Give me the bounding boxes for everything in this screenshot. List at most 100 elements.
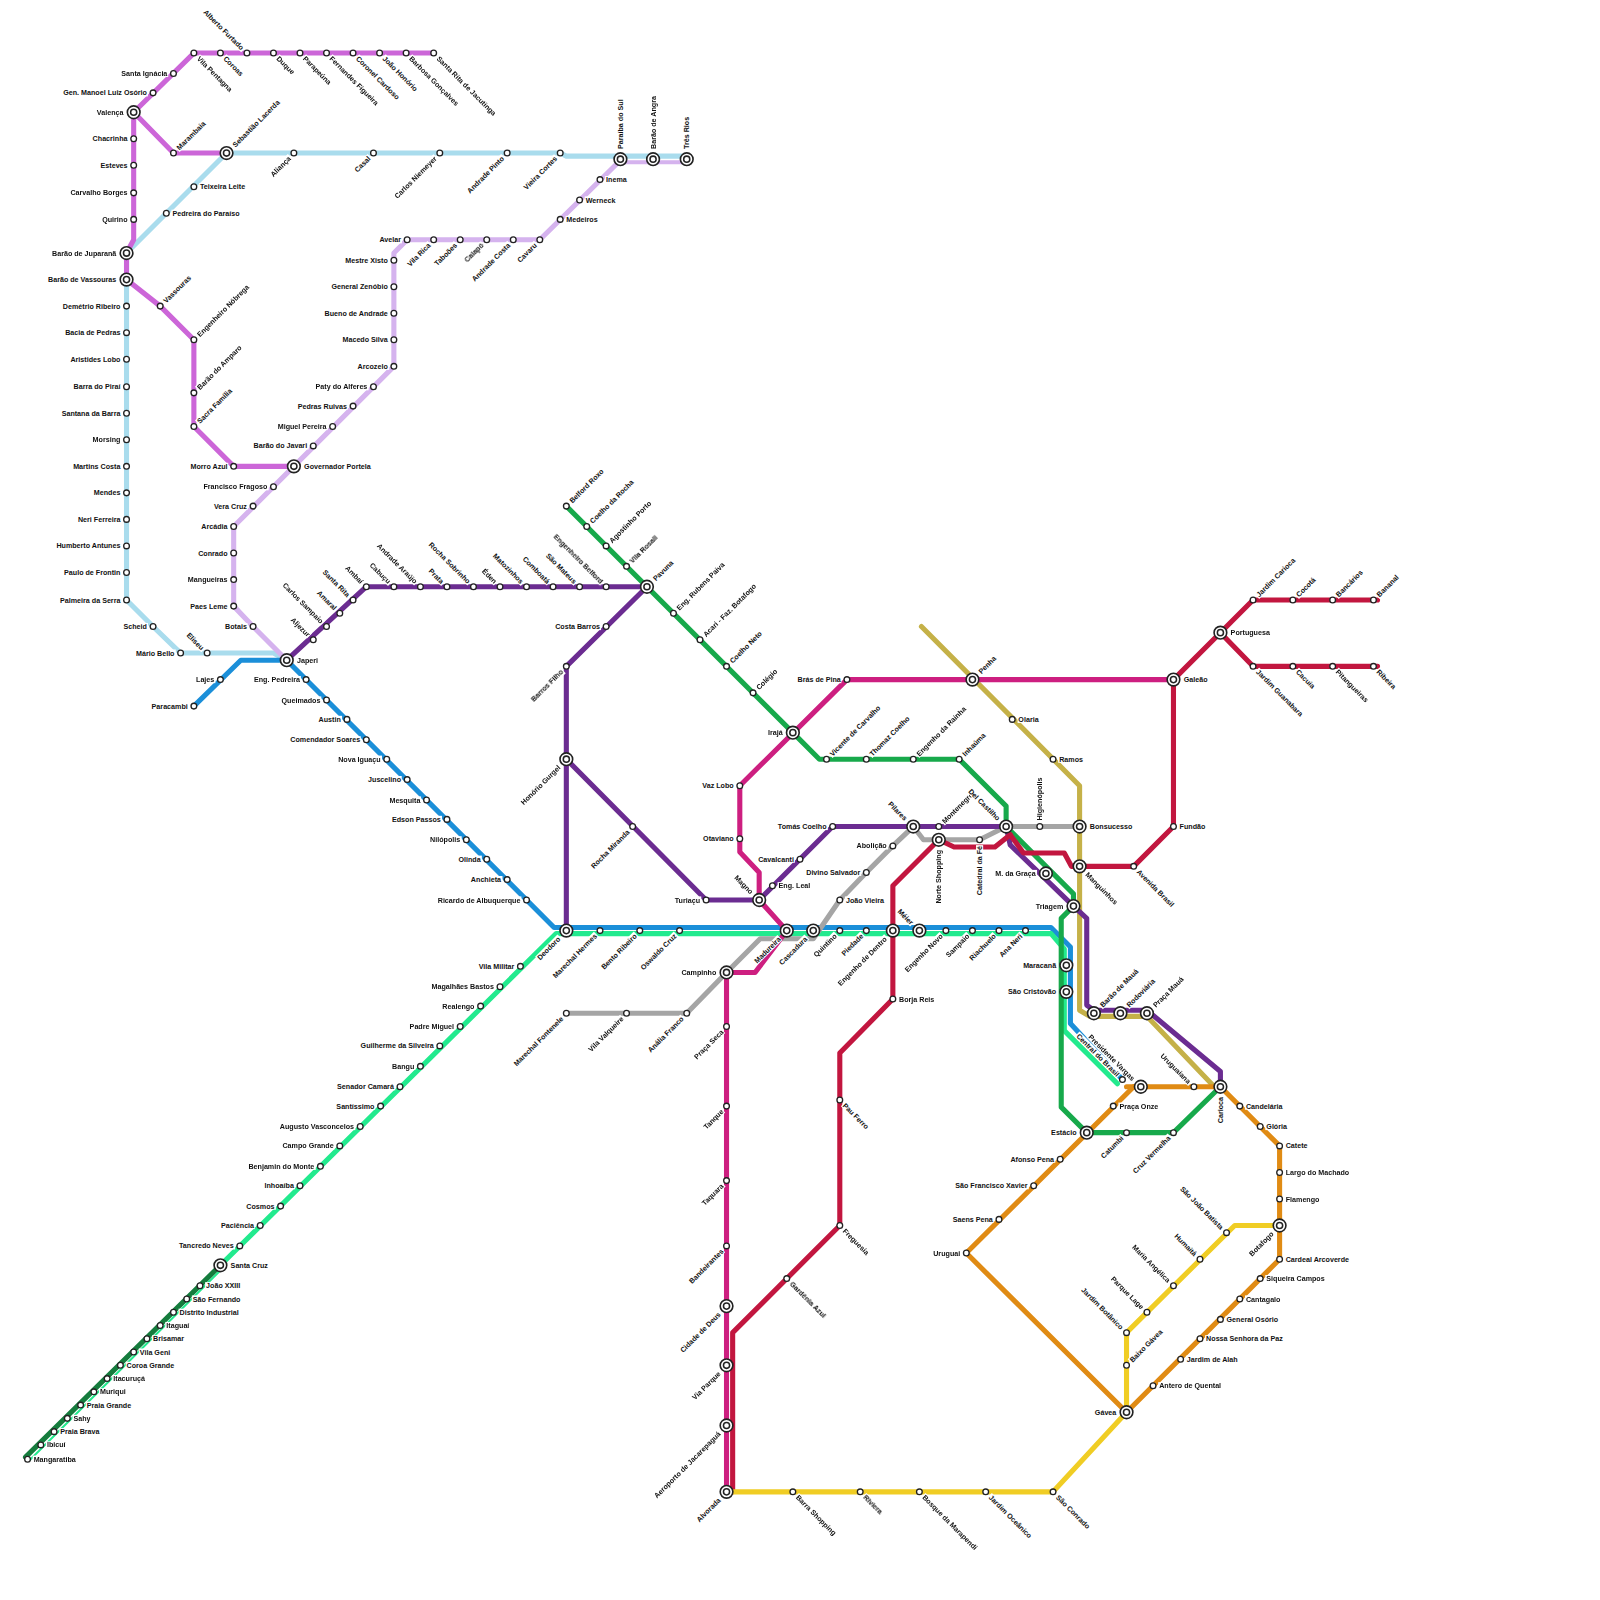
station-label: Abolição — [856, 842, 888, 849]
station-label: Candelária — [1245, 1103, 1284, 1110]
station-label: Magalhães Bastos — [431, 983, 495, 990]
station-dot — [1277, 1170, 1283, 1176]
station-label: Alvorada — [694, 1496, 722, 1524]
station-label: Baixo Gávea — [1128, 1327, 1165, 1364]
station-dot — [444, 817, 450, 823]
station-dot — [350, 50, 356, 56]
station-label: São Conrado — [1054, 1493, 1092, 1531]
station-dot — [324, 624, 330, 630]
station-label: Engenho da Rainha — [914, 704, 968, 758]
station-dot — [917, 1489, 923, 1495]
interchange-ring — [907, 820, 920, 833]
station-dot — [863, 756, 869, 762]
station-dot — [724, 1024, 730, 1030]
station-label: Morro Azul — [189, 463, 228, 470]
station-dot — [910, 756, 916, 762]
station-dot — [1250, 663, 1256, 669]
station-label: Guilherme da Silveira — [360, 1042, 435, 1049]
station-label: Itacuruçá — [112, 1375, 146, 1382]
metro-line — [1127, 1087, 1280, 1413]
station-dot — [1131, 863, 1137, 869]
station-label: Siqueira Campos — [1265, 1275, 1325, 1282]
station-label: Mário Bello — [135, 649, 176, 656]
station-label: Olinda — [457, 856, 481, 863]
interchange-core — [217, 1262, 223, 1268]
station-label: Martins Costa — [72, 463, 121, 470]
station-dot — [431, 50, 437, 56]
station-label: Paracambi — [151, 703, 189, 710]
station-label: Bonsucesso — [1089, 823, 1134, 830]
station-label: Bosque da Marapendi — [920, 1493, 979, 1552]
station-dot — [1050, 756, 1056, 762]
interchange-core — [784, 928, 790, 934]
station-label: Sahy — [72, 1415, 91, 1422]
station-dot — [118, 1362, 124, 1368]
station-dot — [418, 584, 424, 590]
station-dot — [318, 1163, 324, 1169]
station-dot — [184, 1296, 190, 1302]
station-label: Macedo Silva — [341, 336, 388, 343]
metro-line — [727, 680, 847, 1492]
station-dot — [1037, 824, 1043, 830]
station-label: Alberto Furtado — [201, 8, 245, 52]
station-label: Inhoaíba — [263, 1182, 294, 1189]
station-dot — [484, 856, 490, 862]
station-label: Humberto Antunes — [55, 542, 121, 549]
station-dot — [1023, 928, 1029, 934]
station-dot — [1257, 1276, 1263, 1282]
station-dot — [1257, 1124, 1263, 1130]
interchange-ring — [720, 1486, 733, 1499]
station-label: Jardim Carioca — [1254, 556, 1297, 599]
station-dot — [337, 1143, 343, 1149]
interchange-core — [1144, 1010, 1150, 1016]
station-label: Carlos Sampaio — [281, 581, 326, 626]
interchange-core — [123, 250, 129, 256]
station-label: Austin — [318, 716, 342, 723]
station-dot — [684, 1010, 690, 1016]
station-label: Sampaio — [944, 932, 972, 960]
station-label: Jardim de Alah — [1186, 1356, 1239, 1363]
interchange-ring — [720, 1300, 733, 1313]
interchange-ring — [560, 924, 573, 937]
station-label: Praça Seca — [692, 1028, 725, 1061]
interchange-core — [756, 897, 762, 903]
station-dot — [271, 484, 277, 490]
station-label: Aliança — [268, 154, 292, 178]
interchange-ring — [1141, 1007, 1154, 1020]
station-label: Portuguesa — [1230, 629, 1271, 636]
station-label: Juscelino — [367, 776, 402, 783]
station-dot — [737, 836, 743, 842]
station-dot — [1144, 1309, 1150, 1315]
station-label: Santíssimo — [335, 1103, 375, 1110]
station-label: Pilares — [886, 799, 909, 822]
station-label: Bangu — [391, 1063, 415, 1070]
interchange-ring — [127, 106, 140, 119]
interchange-ring — [680, 153, 693, 166]
station-dot — [310, 637, 316, 643]
station-label: Cocotá — [1294, 575, 1318, 599]
station-label: Via Parque — [690, 1369, 723, 1402]
station-label: Sebastião Lacerda — [230, 98, 281, 149]
station-label: Cruz Vermelha — [1131, 1134, 1173, 1176]
station-label: Engenho Novo — [903, 932, 945, 974]
station-label: Vila Militar — [478, 963, 516, 970]
station-dot — [863, 870, 869, 876]
station-dot — [797, 856, 803, 862]
station-dot — [1150, 1383, 1156, 1389]
station-label: Presidente Vargas — [1087, 1032, 1137, 1082]
station-label: Aeroporto de Jacarepaguá — [652, 1429, 722, 1499]
station-label: Inema — [605, 176, 628, 183]
station-label: Padre Miguel — [409, 1023, 456, 1030]
station-dot — [770, 883, 776, 889]
station-label: Gávea — [1094, 1409, 1118, 1416]
interchange-ring — [1214, 1080, 1227, 1093]
interchange-ring — [1080, 1126, 1093, 1139]
station-label: Barra Shopping — [794, 1493, 838, 1537]
station-label: Riachuelo — [967, 932, 998, 963]
station-dot — [1171, 1130, 1177, 1136]
station-dot — [1371, 663, 1377, 669]
station-dot — [1197, 1336, 1203, 1342]
station-label: Parque Lage — [1109, 1274, 1146, 1311]
station-label: Aljezur — [289, 615, 312, 638]
interchange-ring — [1273, 1219, 1286, 1232]
